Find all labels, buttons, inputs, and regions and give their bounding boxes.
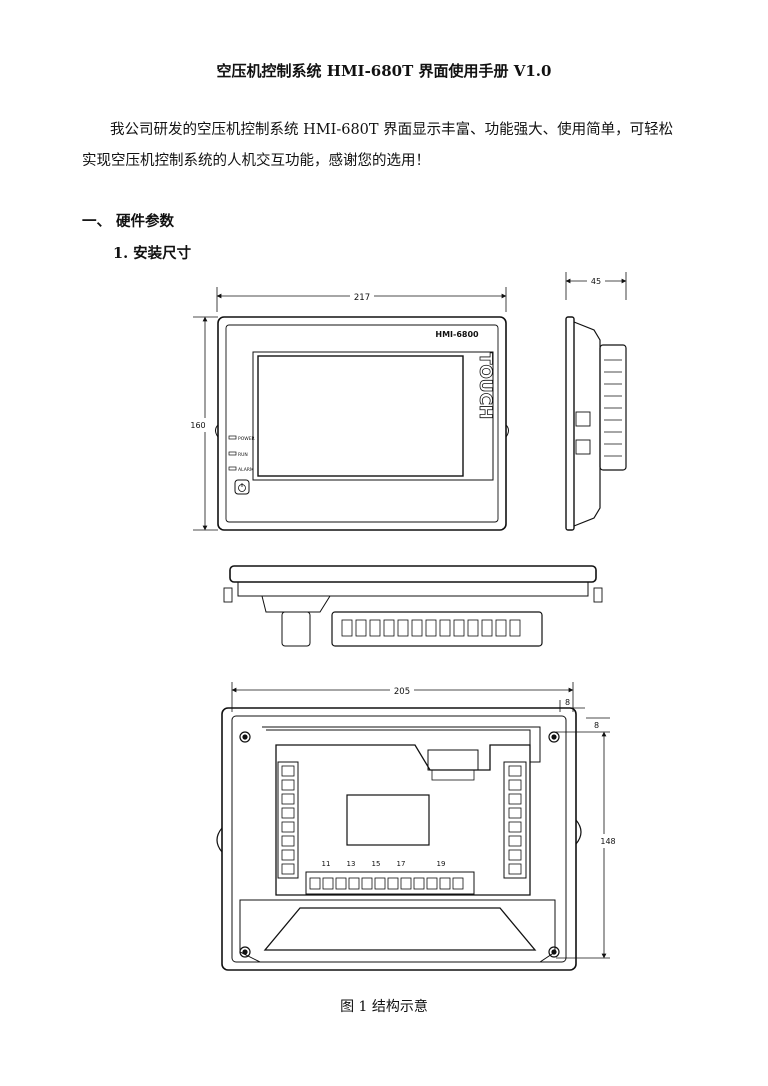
intro-line-1: 我公司研发的空压机控制系统 HMI-680T 界面显示丰富、功能强大、使用简单，… (110, 122, 674, 138)
led-power-label: POWER (238, 436, 255, 442)
back-margin-dim-v: 8 (594, 721, 599, 730)
subsection-heading-dimensions: 1. 安装尺寸 (113, 245, 192, 262)
pin-number: 17 (397, 860, 406, 868)
intro-paragraph: 我公司研发的空压机控制系统 HMI-680T 界面显示丰富、功能强大、使用简单，… (82, 115, 702, 177)
front-view: 217 160 HMI-6800 TOUCH POWER R (190, 287, 509, 531)
front-height-dim: 160 (190, 421, 205, 430)
back-margin-dim-h: 8 (565, 698, 570, 707)
pin-number: 13 (347, 860, 356, 868)
side-depth-dim: 45 (591, 277, 601, 286)
intro-line-2: 实现空压机控制系统的人机交互功能，感谢您的选用！ (82, 153, 430, 169)
power-button-icon (234, 479, 250, 495)
led-run-label: RUN (238, 452, 248, 458)
figure-caption: 图 1 结构示意 (340, 999, 428, 1015)
section-heading-hardware: 一、 硬件参数 (82, 213, 175, 230)
model-label: HMI-6800 (435, 330, 479, 339)
back-view: 205 8 8 148 (216, 682, 617, 971)
back-height-dim: 148 (600, 837, 615, 846)
front-width-dim: 217 (354, 293, 370, 303)
side-view: 45 (565, 272, 627, 531)
touch-label: TOUCH (475, 353, 495, 420)
led-alarm-label: ALARM (238, 467, 254, 473)
document-title: 空压机控制系统 HMI-680T 界面使用手册 V1.0 (216, 62, 552, 80)
back-width-dim: 205 (394, 687, 410, 697)
pin-number: 11 (322, 860, 331, 868)
bottom-view (223, 565, 603, 647)
pin-number: 15 (372, 860, 381, 868)
pin-number: 19 (437, 860, 446, 868)
